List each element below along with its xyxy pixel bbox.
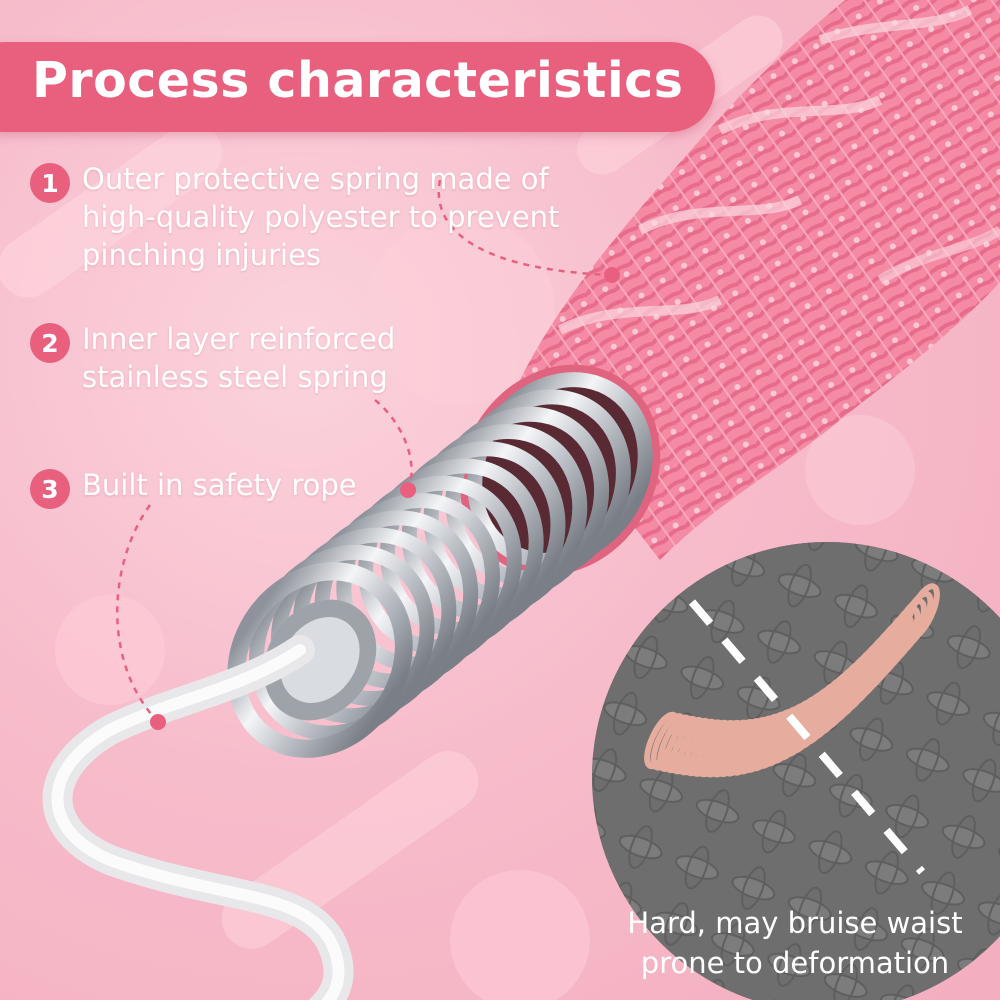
feature-number-badge: 3 [30,469,70,509]
feature-text: Outer protective spring made of high-qua… [82,162,560,272]
comparison-caption: Hard, may bruise waist prone to deformat… [627,906,963,980]
feature-number-badge: 2 [30,323,70,363]
feature-text: Inner layer reinforced stainless steel s… [82,322,396,394]
feature-number-badge: 1 [30,163,70,203]
title-banner [0,42,715,132]
plastic-spring-photo [592,542,1000,1000]
feature-item-2: 2 Inner layer reinforced stainless steel… [30,320,395,396]
feature-text: Built in safety rope [82,468,357,502]
comparison-inset [592,542,1000,1000]
feature-item-3: 3 Built in safety rope [30,466,357,509]
page-title: Process characteristics [32,52,684,109]
feature-item-1: 1 Outer protective spring made of high-q… [30,160,559,274]
